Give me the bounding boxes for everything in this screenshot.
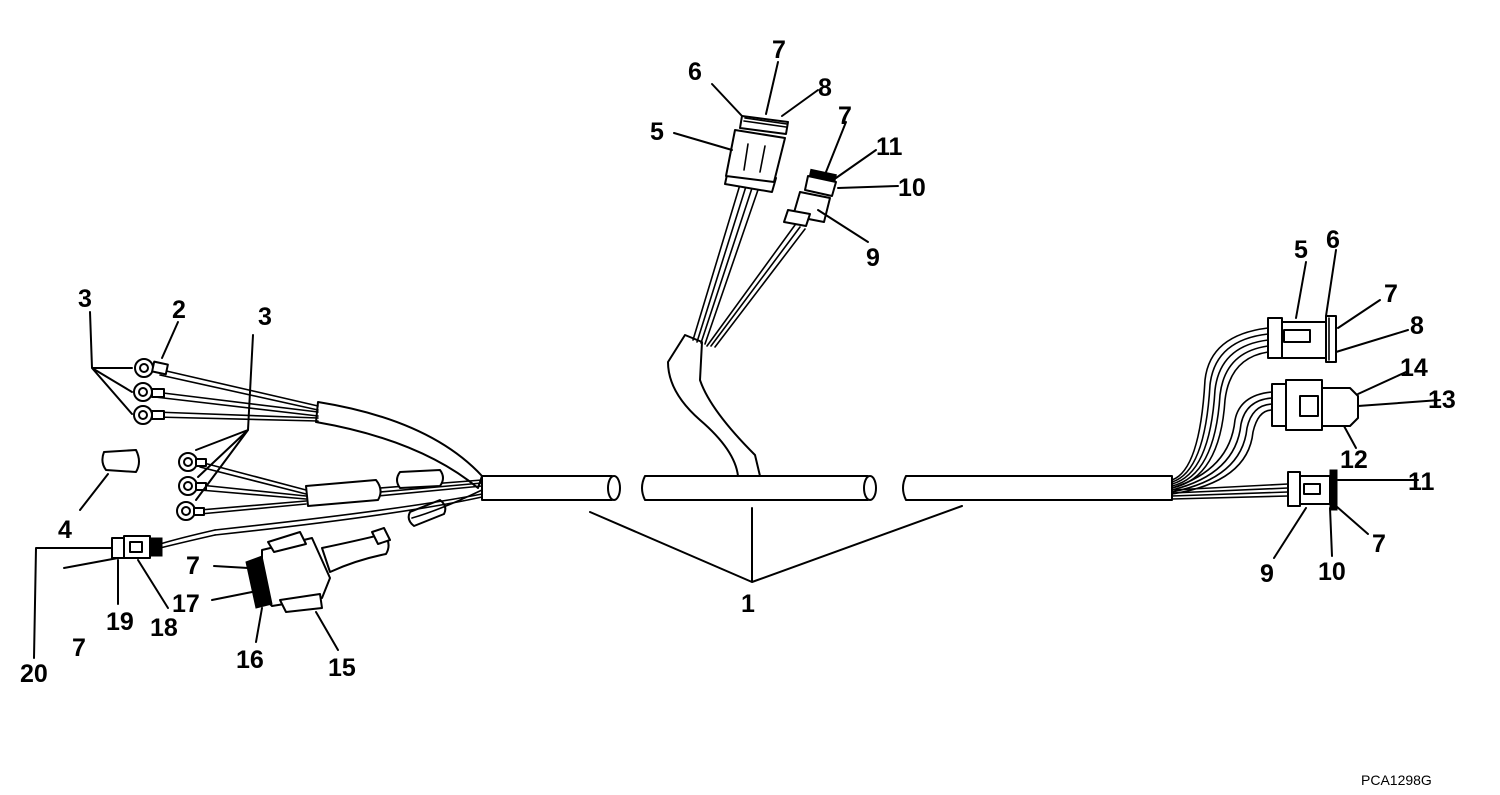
callout-9-upper: 9 xyxy=(866,244,880,272)
callout-6-upper: 6 xyxy=(688,58,702,86)
callout-7-upper-b: 7 xyxy=(838,102,852,130)
callout-7-small: 7 xyxy=(72,634,86,662)
callout-2: 2 xyxy=(172,296,186,324)
figure-code: PCA1298G xyxy=(1361,772,1432,788)
callout-7-large: 7 xyxy=(186,552,200,580)
callout-labels: 1 2 3 3 4 5 6 7 8 7 11 10 9 5 6 7 8 14 1… xyxy=(20,36,1456,688)
callout-20: 20 xyxy=(20,660,48,688)
right-connector-a xyxy=(1267,315,1337,363)
right-connector-b xyxy=(1271,379,1359,431)
right-connector-c xyxy=(1287,469,1338,511)
callout-10-right: 10 xyxy=(1318,558,1346,586)
callout-3-mid: 3 xyxy=(258,303,272,331)
ring-terminals-lower xyxy=(176,452,207,521)
callout-13-right: 13 xyxy=(1428,386,1456,414)
main-cable xyxy=(481,475,1173,501)
callout-16: 16 xyxy=(236,646,264,674)
left-upper-branch xyxy=(154,369,483,489)
callout-8-upper: 8 xyxy=(818,74,832,102)
callout-9-right: 9 xyxy=(1260,560,1274,588)
callout-1: 1 xyxy=(741,590,755,618)
ring-terminals-upper xyxy=(133,358,169,425)
callout-5-right: 5 xyxy=(1294,236,1308,264)
callout-19: 19 xyxy=(106,608,134,636)
leader-lines xyxy=(33,61,1441,659)
callout-11-upper: 11 xyxy=(876,133,903,161)
callout-14-right: 14 xyxy=(1400,354,1428,382)
callout-10-upper: 10 xyxy=(898,174,926,202)
callout-11-right: 11 xyxy=(1408,468,1435,496)
callout-3-left: 3 xyxy=(78,285,92,313)
callout-8-right: 8 xyxy=(1410,312,1424,340)
upper-connector-b xyxy=(783,168,837,227)
callout-17: 17 xyxy=(172,590,200,618)
callout-7-upper-a: 7 xyxy=(772,36,786,64)
callout-7-right-b: 7 xyxy=(1372,530,1386,558)
large-connector xyxy=(245,527,391,613)
callout-12-right: 12 xyxy=(1340,446,1368,474)
upper-connector-a xyxy=(724,115,789,193)
callout-4: 4 xyxy=(58,516,72,544)
left-lower-branch xyxy=(159,461,483,549)
callout-15: 15 xyxy=(328,654,356,682)
cap xyxy=(101,449,140,473)
callout-18: 18 xyxy=(150,614,178,642)
callout-7-right-a: 7 xyxy=(1384,280,1398,308)
small-connector xyxy=(111,535,163,559)
upper-branch-cable xyxy=(667,177,806,477)
right-wires xyxy=(1171,327,1289,500)
callout-5-upper: 5 xyxy=(650,118,664,146)
callout-6-right: 6 xyxy=(1326,226,1340,254)
